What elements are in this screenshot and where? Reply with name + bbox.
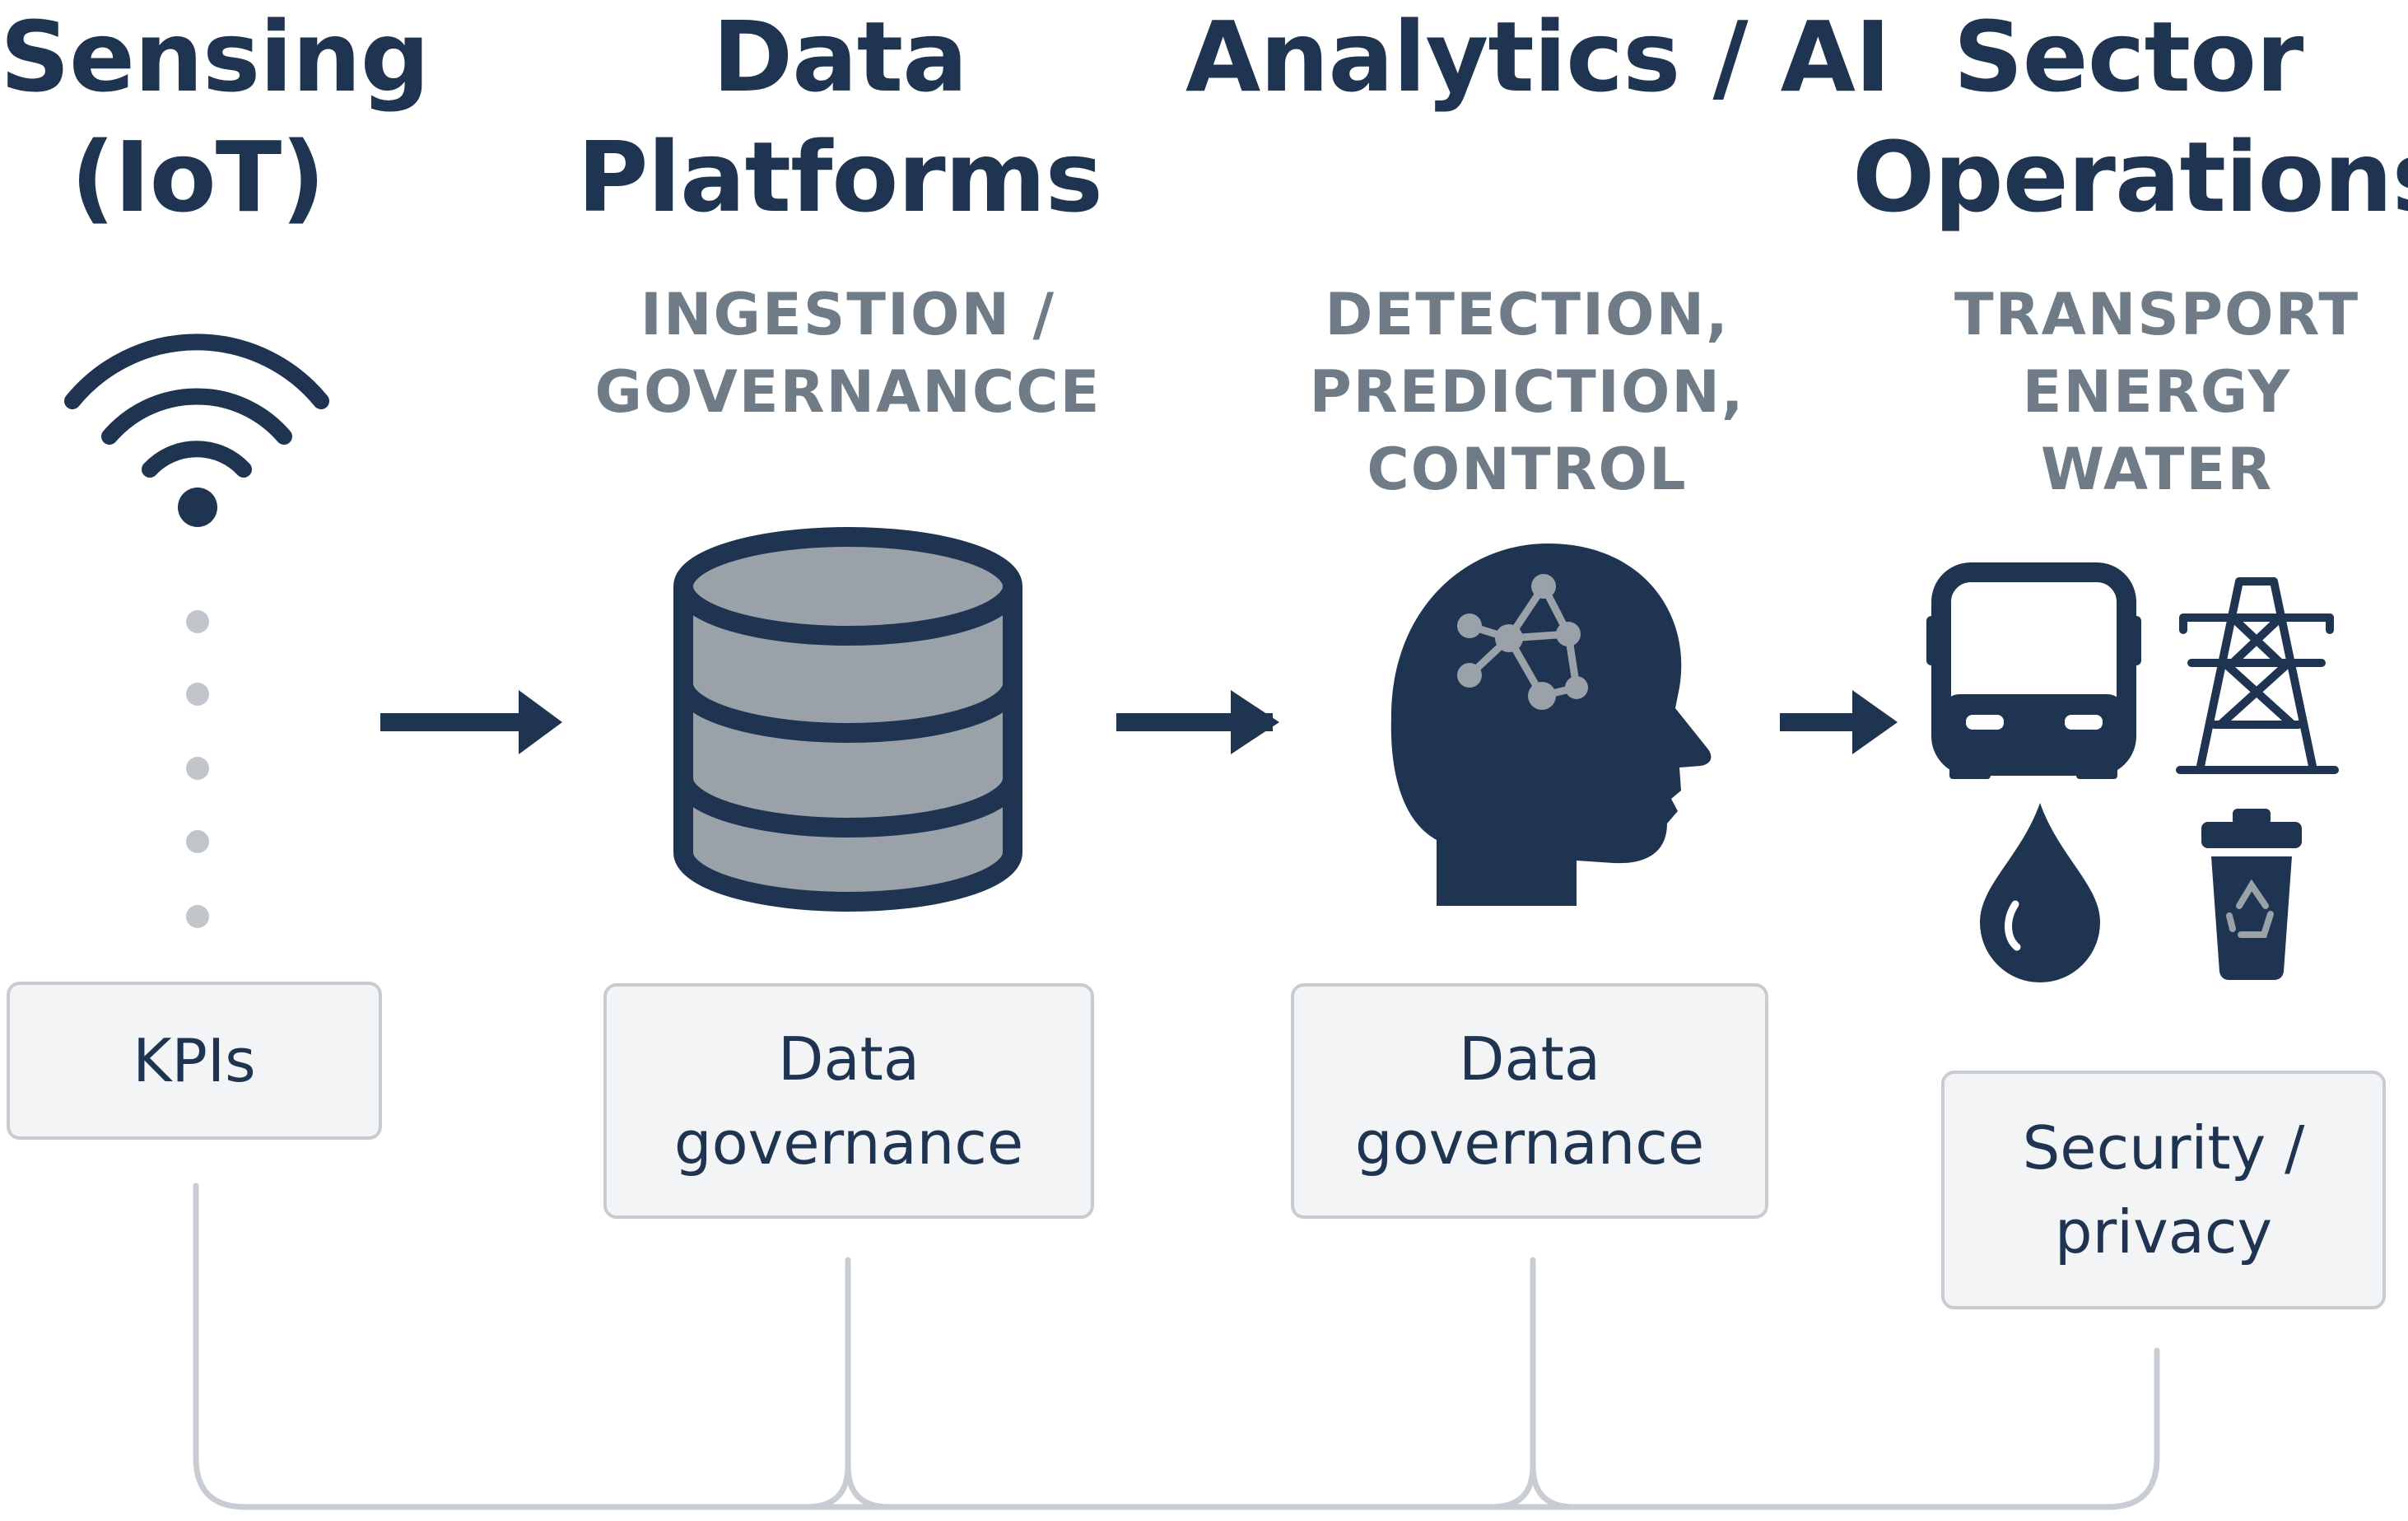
box-kpis: KPIs (7, 982, 382, 1140)
database-icon (673, 527, 1022, 912)
box-security-privacy: Security / privacy (1941, 1071, 2386, 1309)
box-data-governance-platforms: Data governance (603, 983, 1094, 1219)
recycle-bin-icon (2201, 809, 2302, 980)
power-pylon-icon (2176, 577, 2339, 774)
title-data-platforms: Data Platforms (577, 0, 1103, 234)
flow-arrow-2 (1116, 690, 1279, 754)
wifi-signal-icon (64, 334, 329, 527)
water-drop-icon (1980, 803, 2100, 982)
subtitle-analytics: DETECTION, PREDICTION, CONTROL (1309, 281, 1745, 503)
flow-arrow-1 (380, 690, 562, 754)
title-analytics: Analytics / AI (1185, 0, 1891, 114)
box-data-governance-analytics: Data governance (1291, 983, 1768, 1219)
title-sensing: Sensing (IoT) (0, 0, 430, 234)
signal-dots (186, 610, 209, 928)
governance-connector-lines (193, 1183, 2160, 1510)
flow-arrow-3 (1780, 690, 1898, 754)
subtitle-data-platforms: INGESTION / GOVERNANCCE (594, 281, 1102, 426)
subtitle-sector-operations: TRANSPORT ENERGY WATER (1954, 281, 2360, 503)
ai-head-icon (1390, 544, 1712, 906)
title-sector-operations: Sector Operations (1852, 0, 2408, 234)
bus-icon (1926, 562, 2141, 779)
